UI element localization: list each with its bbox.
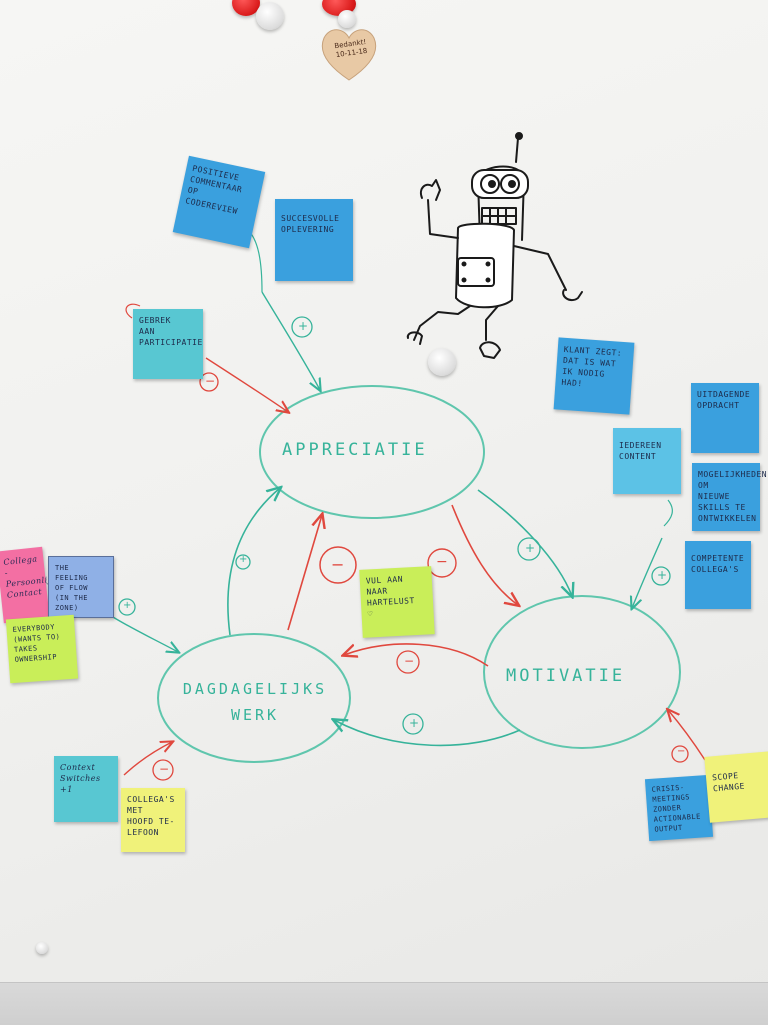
node-werk-ellipse [157,633,351,763]
red-magnet [232,0,260,16]
heart-icon [321,29,377,81]
note-mogelijkheden: MOGELIJKHEDEN OM NIEUWE SKILLS TE ONTWIK… [692,463,767,531]
note-iedereen: IEDEREEN CONTENT [613,428,681,494]
arrow-appreciatie-to-motivatie-minus [451,504,518,605]
arrow-feeling-to-werk [107,613,178,652]
node-motivatie-label: MOTIVATIE [506,666,626,686]
node-appreciatie-label: APPRECIATIE [282,440,428,460]
plus-sign: + [239,554,248,565]
plus-sign: + [657,568,668,582]
arrow-competente-to-motivatie [632,537,663,608]
arrow-werk-to-appreciatie [227,488,280,636]
note-collega: Collega - Persoonlijk Contact [0,546,56,624]
note-everybody: EVERYBODY (WANTS TO) TAKES OWNERSHIP [5,614,79,684]
robot-drawing [406,132,583,359]
arrow-motivatie-to-werk-minus [344,643,489,667]
minus-sign: − [331,555,345,574]
note-crisis: CRISIS- MEETINGS ZONDER ACTIONABLE OUTPU… [644,774,714,842]
arrow-iedereen-branch [663,499,673,527]
note-context: Context Switches +1 [54,756,118,822]
whiteboard-tray [0,982,768,1025]
arrow-context-to-werk [123,742,172,776]
node-motivatie-ellipse [483,595,681,749]
note-positieve: POSITIEVE COMMENTAAR OP CODEREVIEW [172,155,266,249]
arrow-gebrek-to-appreciatie [205,357,288,412]
white-magnet [338,10,356,28]
minus-sign: − [205,374,216,388]
minus-sign: − [436,554,448,570]
node-appreciatie-ellipse [259,385,485,519]
red-loop [125,303,141,319]
minus-sign: − [677,746,686,757]
node-werk-label: DAGDAGELIJKS WERK [182,680,328,724]
note-scope: SCOPE CHANGE [704,751,768,823]
note-competente: COMPETENTE COLLEGA'S [685,541,751,609]
plus-sign: + [123,600,132,611]
arrow-scope-to-motivatie [668,710,706,761]
note-feeling: THE FEELING OF FLOW (IN THE ZONE) [48,556,114,618]
white-magnet [256,2,284,30]
note-succesvolle: SUCCESVOLLE OPLEVERING [275,199,353,281]
arrow-succesvolle-to-appreciatie [261,291,320,390]
plus-sign: + [298,319,309,333]
white-magnet [428,348,456,376]
note-uitdagende: UITDAGENDE OPDRACHT [691,383,759,453]
plus-sign: + [525,541,536,555]
white-magnet [36,942,48,954]
arrow-werk-to-appreciatie-minus [287,515,322,631]
note-klant: KLANT ZEGT: DAT IS WAT IK NODIG HAD! [553,337,635,415]
note-gebrek: GEBREK AAN PARTICIPATIE [133,309,203,379]
note-vul: VUL AAN NAAR HARTELUST ♡ [359,566,435,638]
minus-sign: − [159,762,170,776]
arrow-motivatie-to-werk-plus [334,720,521,747]
note-collegas: COLLEGA'S MET HOOFD TE- LEFOON [121,788,185,852]
plus-sign: + [409,716,420,730]
minus-sign: − [404,654,415,668]
